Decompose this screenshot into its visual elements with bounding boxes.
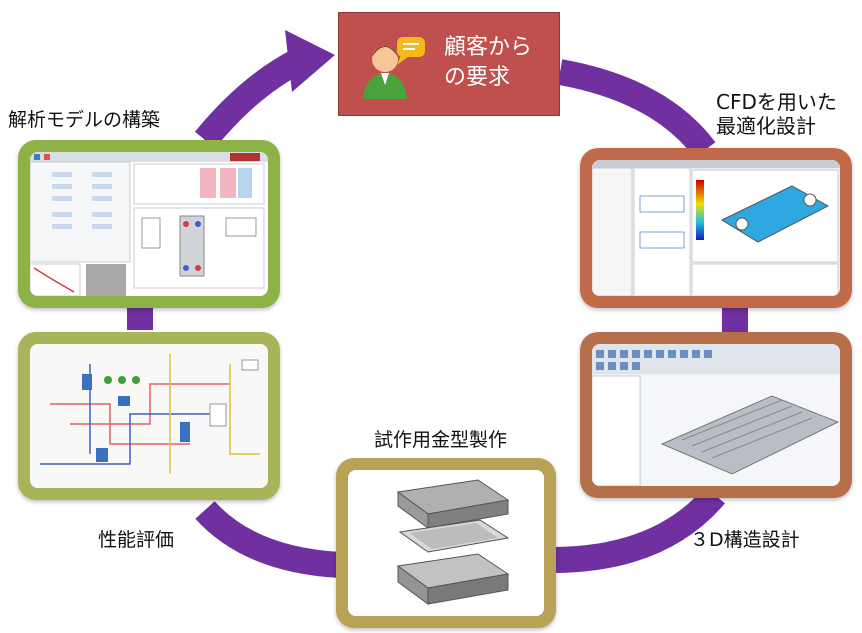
evaluation-label: 性能評価 [98,529,175,551]
software-screenshot-icon [30,152,268,296]
cfd-label-line1: CFDを用いた [716,90,837,114]
request-line1: 顧客から [444,35,533,60]
mold-panel [336,458,556,628]
mold-label: 試作用金型製作 [374,429,508,451]
cfd-simulation-icon [592,160,840,296]
request-text: 顧客から の要求 [444,33,532,93]
process-diagram-icon [30,344,268,488]
cfd-label: CFDを用いた 最適化設計 [716,90,837,138]
cfd-label-line2: 最適化設計 [716,114,816,138]
plate-part-icon [348,470,544,616]
evaluation-panel [18,332,280,500]
person-speech-icon [363,37,425,99]
design3d-panel [580,332,852,498]
request-line2: の要求 [444,65,511,90]
modeling-label: 解析モデルの構築 [8,109,161,131]
cad-model-icon [592,344,840,486]
cfd-panel [580,148,852,308]
customer-request-box: 顧客から の要求 [338,12,560,116]
design3d-label: ３D構造設計 [690,529,800,551]
modeling-panel [18,140,280,308]
arrowhead [285,30,335,92]
